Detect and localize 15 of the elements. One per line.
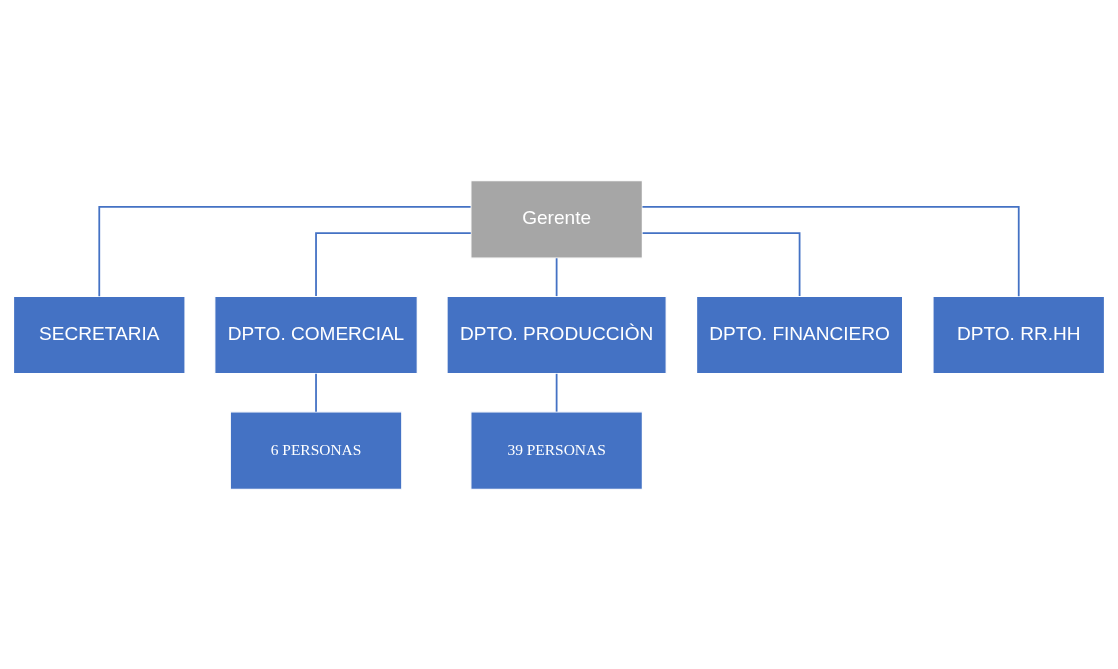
- connector: [555, 372, 558, 413]
- connector: [641, 231, 801, 297]
- node-box: DPTO. PRODUCCIÒN: [446, 295, 667, 374]
- node-box: SECRETARIA: [12, 295, 186, 374]
- node-box: 6 PERSONAS: [229, 410, 403, 490]
- connector: [641, 205, 1020, 297]
- node-box: Gerente: [470, 179, 643, 259]
- node-box: 39 PERSONAS: [470, 410, 643, 490]
- node-box: DPTO. FINANCIERO: [695, 295, 904, 374]
- node-box: DPTO. COMERCIAL: [214, 295, 418, 374]
- connector: [315, 372, 317, 413]
- connector: [555, 256, 558, 297]
- connector: [98, 205, 472, 297]
- connector: [315, 231, 472, 297]
- node-box: DPTO. RR.HH: [932, 295, 1106, 374]
